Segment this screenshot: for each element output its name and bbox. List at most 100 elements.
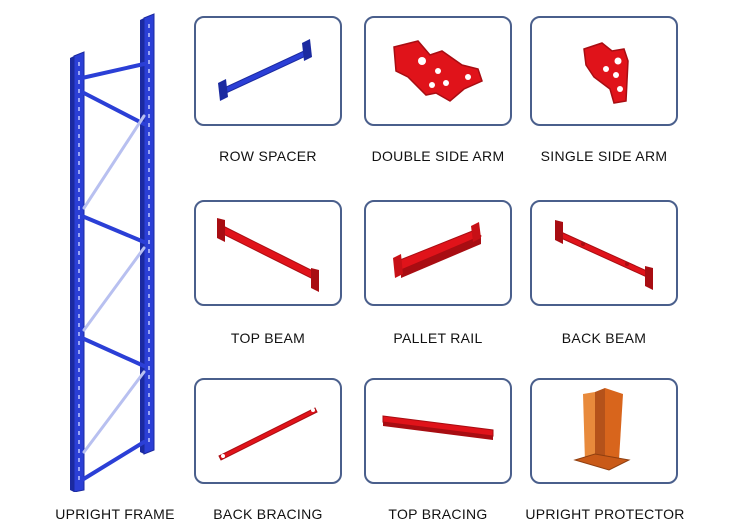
post-hole [78,170,80,174]
part-label-pallet-rail: PALLET RAIL [393,330,483,346]
upright-frame-label: UPRIGHT FRAME [55,506,175,522]
post-hole [78,116,80,120]
post-hole [78,431,80,435]
post-hole [78,278,80,282]
pallet-rail-icon [393,222,482,278]
post-hole [78,161,80,165]
post-hole [148,150,150,154]
post-hole [78,143,80,147]
tile-top-bracing [364,378,512,484]
top-beam-icon [217,218,319,292]
post-hole [148,411,150,415]
post-hole [78,215,80,219]
post-hole [148,276,150,280]
top-bracing-icon [382,415,494,440]
post-hole [148,123,150,127]
post-hole [78,107,80,111]
tile-back-bracing [194,378,342,484]
post-hole [78,305,80,309]
post-hole [148,105,150,109]
part-label-double-side-arm: DOUBLE SIDE ARM [371,148,505,164]
post-hole [78,386,80,390]
post-hole [148,96,150,100]
post-hole [78,242,80,246]
post-hole [78,323,80,327]
post-hole [148,312,150,316]
post-hole [148,42,150,46]
post-hole [148,402,150,406]
post-hole [148,195,150,199]
post-hole [148,213,150,217]
post-hole [148,51,150,55]
post-hole [78,71,80,75]
upright-frame-illustration [60,12,170,493]
double-side-arm-icon [393,40,483,102]
post-hole [148,384,150,388]
tile-row-spacer [194,16,342,126]
post-hole [148,420,150,424]
post-hole [148,159,150,163]
post-hole [78,233,80,237]
post-hole [78,350,80,354]
post-hole [78,197,80,201]
post-hole [78,422,80,426]
tile-upright-protector [530,378,678,484]
post-hole [78,341,80,345]
post-hole [78,260,80,264]
post-hole [148,321,150,325]
tile-single-side-arm [530,16,678,126]
post-hole [78,224,80,228]
post-hole [148,222,150,226]
part-label-top-bracing: TOP BRACING [388,506,488,522]
post-hole [148,24,150,28]
post-hole [78,467,80,471]
upright-frame-icon [70,13,155,493]
post-hole [148,285,150,289]
post-hole [148,357,150,361]
post-hole [78,359,80,363]
post-hole [78,152,80,156]
post-hole [148,375,150,379]
post-hole [78,251,80,255]
post-hole [78,395,80,399]
post-hole [148,249,150,253]
post-hole [78,188,80,192]
post-hole [148,186,150,190]
back-beam-icon [555,220,653,290]
single-side-arm-icon [583,42,629,104]
post-hole [78,287,80,291]
post-hole [78,134,80,138]
post-hole [148,294,150,298]
post-hole [78,449,80,453]
post-hole [148,303,150,307]
tile-back-beam [530,200,678,306]
post-hole [148,177,150,181]
post-hole [78,332,80,336]
post-hole [148,258,150,262]
post-hole [148,366,150,370]
tile-pallet-rail [364,200,512,306]
post-hole [78,296,80,300]
post-hole [148,132,150,136]
post-hole [148,141,150,145]
post-hole [78,62,80,66]
post-hole [148,87,150,91]
post-hole [148,339,150,343]
post-hole [78,440,80,444]
row-spacer-icon [218,39,312,101]
post-hole [78,377,80,381]
post-hole [148,429,150,433]
post-hole [148,348,150,352]
post-hole [148,231,150,235]
post-hole [148,204,150,208]
tile-top-beam [194,200,342,306]
post-hole [78,269,80,273]
post-hole [148,69,150,73]
part-label-row-spacer: ROW SPACER [219,148,317,164]
post-hole [78,476,80,480]
post-hole [148,78,150,82]
post-hole [148,240,150,244]
part-label-back-bracing: BACK BRACING [213,506,323,522]
post-hole [148,267,150,271]
post-hole [78,404,80,408]
